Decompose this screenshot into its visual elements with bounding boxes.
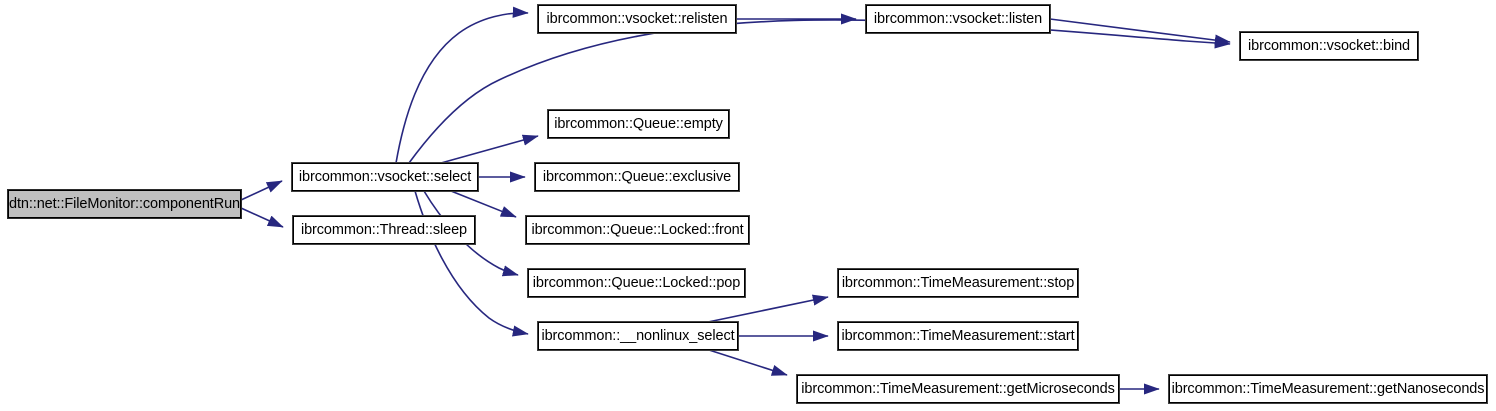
graph-node-sleep[interactable]: ibrcommon::Thread::sleep: [292, 215, 476, 245]
graph-node-label-sleep: ibrcommon::Thread::sleep: [300, 221, 468, 238]
edge-listen-bind: [1049, 18, 1231, 46]
graph-node-componentRun[interactable]: dtn::net::FileMonitor::componentRun: [7, 189, 242, 219]
graph-node-label-nonlinux_select: ibrcommon::__nonlinux_select: [541, 327, 735, 344]
graph-node-tm_getnanoseconds[interactable]: ibrcommon::TimeMeasurement::getNanosecon…: [1168, 374, 1488, 404]
graph-node-label-queue_locked_front: ibrcommon::Queue::Locked::front: [531, 221, 744, 238]
graph-node-queue_locked_pop[interactable]: ibrcommon::Queue::Locked::pop: [527, 268, 746, 298]
graph-node-label-componentRun: dtn::net::FileMonitor::componentRun: [8, 195, 241, 212]
edge-select-queue_empty: [440, 134, 539, 164]
graph-node-label-queue_locked_pop: ibrcommon::Queue::Locked::pop: [532, 274, 741, 291]
graph-node-label-listen: ibrcommon::vsocket::listen: [873, 10, 1043, 27]
edge-componentRun-select: [240, 180, 283, 201]
graph-node-tm_getmicroseconds[interactable]: ibrcommon::TimeMeasurement::getMicroseco…: [796, 374, 1120, 404]
edge-componentRun-sleep: [240, 207, 284, 228]
graph-node-label-select: ibrcommon::vsocket::select: [298, 168, 472, 185]
graph-node-label-tm_stop: ibrcommon::TimeMeasurement::stop: [841, 274, 1075, 291]
edge-nonlinux_select-tm_getmicro: [708, 349, 788, 376]
graph-node-relisten[interactable]: ibrcommon::vsocket::relisten: [537, 4, 737, 34]
edge-nonlinux_select-tm_stop: [707, 294, 829, 323]
graph-node-listen[interactable]: ibrcommon::vsocket::listen: [865, 4, 1051, 34]
graph-node-queue_empty[interactable]: ibrcommon::Queue::empty: [547, 109, 730, 139]
edge-select-relisten: [395, 6, 529, 164]
graph-node-queue_locked_front[interactable]: ibrcommon::Queue::Locked::front: [525, 215, 750, 245]
graph-node-tm_stop[interactable]: ibrcommon::TimeMeasurement::stop: [837, 268, 1079, 298]
edge-select-nonlinux_select: [414, 190, 529, 337]
graph-node-label-tm_start: ibrcommon::TimeMeasurement::start: [841, 327, 1075, 344]
graph-node-select[interactable]: ibrcommon::vsocket::select: [291, 162, 479, 192]
graph-node-label-queue_exclusive: ibrcommon::Queue::exclusive: [542, 168, 732, 185]
graph-node-bind[interactable]: ibrcommon::vsocket::bind: [1239, 31, 1419, 61]
graph-node-tm_start[interactable]: ibrcommon::TimeMeasurement::start: [837, 321, 1079, 351]
graph-node-label-relisten: ibrcommon::vsocket::relisten: [546, 10, 728, 27]
graph-node-nonlinux_select[interactable]: ibrcommon::__nonlinux_select: [537, 321, 739, 351]
edge-select-queue_locked_front: [450, 190, 517, 218]
graph-node-label-tm_getmicroseconds: ibrcommon::TimeMeasurement::getMicroseco…: [801, 380, 1115, 397]
edge-select-bind: [408, 19, 1231, 164]
graph-node-label-queue_empty: ibrcommon::Queue::empty: [554, 115, 723, 132]
graph-node-label-bind: ibrcommon::vsocket::bind: [1248, 37, 1410, 54]
graph-node-label-tm_getnanoseconds: ibrcommon::TimeMeasurement::getNanosecon…: [1171, 380, 1485, 397]
graph-node-queue_exclusive[interactable]: ibrcommon::Queue::exclusive: [534, 162, 740, 192]
